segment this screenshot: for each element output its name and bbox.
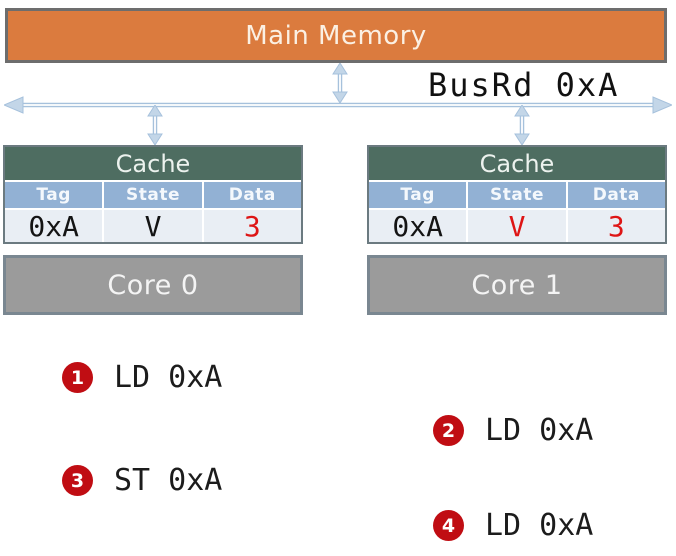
shared-bus-arrow bbox=[4, 96, 672, 114]
cache-1-data-value: 3 bbox=[567, 210, 665, 243]
bus-cache0-arrow bbox=[147, 105, 163, 145]
cache-0-data-row: 0xA V 3 bbox=[5, 208, 301, 243]
cache-1-header-row: Tag State Data bbox=[369, 180, 665, 208]
instruction-1: 1 LD 0xA bbox=[62, 360, 223, 395]
cache-1-tag-value: 0xA bbox=[369, 210, 467, 243]
instruction-4-badge: 4 bbox=[433, 510, 464, 541]
instruction-4: 4 LD 0xA bbox=[433, 508, 594, 543]
cache-0-header-row: Tag State Data bbox=[5, 180, 301, 208]
cache-0-col-data: Data bbox=[203, 182, 301, 208]
cache-1-title: Cache bbox=[369, 147, 665, 180]
cache-0-state-value: V bbox=[104, 210, 202, 243]
instruction-3-text: ST 0xA bbox=[114, 463, 223, 498]
instruction-1-text: LD 0xA bbox=[114, 360, 223, 395]
cache-1-state-value: V bbox=[468, 210, 566, 243]
instruction-2-text: LD 0xA bbox=[485, 413, 594, 448]
memory-bus-arrow bbox=[332, 63, 348, 103]
bus-transaction-label: BusRd 0xA bbox=[428, 66, 620, 104]
main-memory-box: Main Memory bbox=[5, 8, 667, 63]
bus-cache1-arrow bbox=[514, 105, 530, 145]
cache-1-col-tag: Tag bbox=[369, 182, 467, 208]
instruction-1-badge: 1 bbox=[62, 362, 93, 393]
core-1-box: Core 1 bbox=[367, 255, 667, 315]
cache-0-col-state: State bbox=[104, 182, 202, 208]
instruction-2: 2 LD 0xA bbox=[433, 413, 594, 448]
instruction-4-text: LD 0xA bbox=[485, 508, 594, 543]
cache-1-data-row: 0xA V 3 bbox=[369, 208, 665, 243]
cache-1-table: Cache Tag State Data 0xA V 3 bbox=[367, 145, 667, 244]
cache-0-col-tag: Tag bbox=[5, 182, 103, 208]
cache-0-data-value: 3 bbox=[203, 210, 301, 243]
cache-1-col-data: Data bbox=[567, 182, 665, 208]
cache-0-tag-value: 0xA bbox=[5, 210, 103, 243]
cache-0-table: Cache Tag State Data 0xA V 3 bbox=[3, 145, 303, 244]
cache-1-col-state: State bbox=[468, 182, 566, 208]
core-0-box: Core 0 bbox=[3, 255, 303, 315]
cache-0-title: Cache bbox=[5, 147, 301, 180]
instruction-3-badge: 3 bbox=[62, 465, 93, 496]
instruction-2-badge: 2 bbox=[433, 415, 464, 446]
instruction-3: 3 ST 0xA bbox=[62, 463, 223, 498]
